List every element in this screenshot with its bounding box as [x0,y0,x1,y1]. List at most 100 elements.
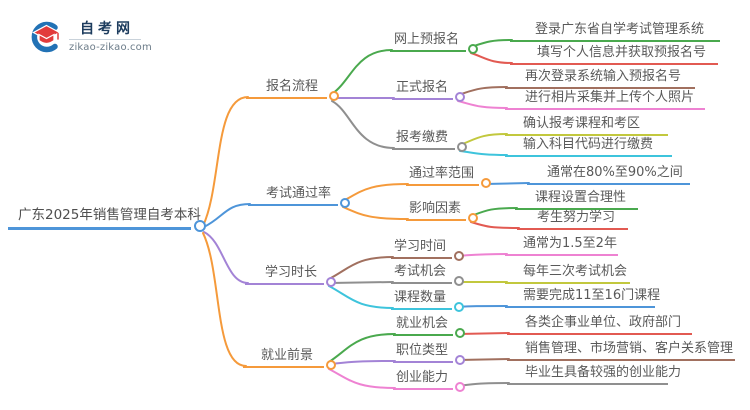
node-influencing-factors[interactable]: 影响因素 [406,200,478,223]
node-label: 报考缴费 [396,130,449,145]
node-student-effort[interactable]: 考生努力学习 [517,209,628,230]
node-dot [455,355,465,365]
node-label: 毕业生具备较强的创业能力 [525,365,682,380]
connector-employment-jobs [328,333,396,363]
node-label: 需要完成11至16门课程 [523,288,661,303]
node-label: 输入科目代码进行缴费 [523,137,654,152]
connector-factors-effort [470,221,520,229]
node-label: 填写个人信息并获取预报名号 [537,45,707,60]
connector-root-study-duration [203,231,249,284]
node-photo-upload[interactable]: 进行相片采集并上传个人照片 [505,89,705,110]
connector-duration-chances [329,281,394,284]
node-dot [455,328,465,338]
node-employment-prospects[interactable]: 就业前景 [243,347,336,370]
node-entrepreneurship-value[interactable]: 毕业生具备较强的创业能力 [507,364,682,385]
connector-registration-online [331,49,393,95]
node-label: 创业能力 [396,370,449,385]
logo-text: 自考网 zikao-zikao.com [69,22,152,53]
connector-employment-positions [329,360,396,365]
node-root-dot [194,220,206,232]
node-study-time[interactable]: 学习时间 [391,238,464,261]
site-logo[interactable]: 自考网 zikao-zikao.com [30,21,152,53]
node-confirm-courses[interactable]: 确认报考课程和考区 [505,115,668,136]
node-label: 通常为1.5至2年 [523,236,617,251]
logo-divider [69,38,141,40]
connector-online-fill-info [470,52,513,64]
node-dot [468,44,478,54]
connector-duration-time [328,256,394,280]
node-exam-payment[interactable]: 报考缴费 [392,129,467,152]
node-label: 职位类型 [396,343,449,358]
node-label: 课程数量 [394,290,447,305]
connector-registration-payment [331,100,395,149]
node-fill-info[interactable]: 填写个人信息并获取预报名号 [510,44,718,65]
node-study-time-value[interactable]: 通常为1.5至2年 [505,235,618,256]
node-dot [481,178,491,188]
node-dot [468,213,478,223]
node-label: 进行相片采集并上传个人照片 [525,90,695,105]
node-label: 学习时间 [394,239,447,254]
node-label: 考试通过率 [266,186,332,201]
node-label: 网上预报名 [394,32,460,47]
connector-formal-relogin [457,86,508,96]
node-label: 每年三次考试机会 [523,264,628,279]
node-label: 通常在80%至90%之间 [547,165,683,180]
connector-employment-startup [328,368,396,389]
node-label: 确认报考课程和考区 [523,116,641,131]
node-label: 学习时长 [265,265,318,280]
node-course-count-value[interactable]: 需要完成11至16门课程 [505,287,661,308]
connector-payment-code [459,150,508,156]
connector-range-value [484,182,530,185]
node-enter-subject-code[interactable]: 输入科目代码进行缴费 [505,136,672,157]
node-dot [326,360,336,370]
node-pass-rate-range[interactable]: 通过率范围 [406,165,491,188]
node-label: 登录广东省自学考试管理系统 [535,22,705,37]
node-job-opportunities-value[interactable]: 各类企事业单位、政府部门 [507,314,692,335]
node-dot [340,198,350,208]
node-dot [454,251,464,261]
connector-time-value [456,253,508,257]
connector-positions-value [457,358,510,361]
node-root[interactable]: 广东2025年销售管理自考本科 [8,206,206,232]
crescent-shape [31,21,58,53]
connector-root-registration [202,96,249,227]
node-dot [454,302,464,312]
node-label: 考生努力学习 [537,210,616,225]
connector-courses-value [456,305,508,308]
node-login-system[interactable]: 登录广东省自学考试管理系统 [510,21,720,42]
connector-startup-value [457,382,510,387]
connector-passrate-factors [342,206,409,220]
node-dot [326,277,336,287]
node-position-types-value[interactable]: 销售管理、市场营销、客户关系管理 [507,340,735,361]
node-pass-rate-value[interactable]: 通常在80%至90%之间 [527,164,690,185]
connector-root-employment [202,232,247,367]
node-formal-registration[interactable]: 正式报名 [392,79,465,102]
node-pass-rate[interactable]: 考试通过率 [248,185,350,208]
node-entrepreneurship[interactable]: 创业能力 [393,369,465,392]
node-online-pre-registration[interactable]: 网上预报名 [390,31,478,54]
node-label: 各类企事业单位、政府部门 [525,315,682,330]
node-label: 通过率范围 [409,166,475,181]
node-position-types[interactable]: 职位类型 [393,342,465,365]
node-relogin-enter-number[interactable]: 再次登录系统输入预报名号 [505,68,695,89]
node-dot [454,276,464,286]
node-dot [329,91,339,101]
node-exam-chances[interactable]: 考试机会 [391,263,464,286]
node-dot [455,92,465,102]
node-exam-chances-value[interactable]: 每年三次考试机会 [505,263,630,284]
logo-site-name: 自考网 [80,20,134,37]
node-label: 再次登录系统输入预报名号 [525,69,682,84]
cap-base-shape [38,33,55,45]
connector-jobs-value [457,332,510,335]
node-course-design[interactable]: 课程设置合理性 [515,189,638,210]
node-study-duration[interactable]: 学习时长 [245,264,336,287]
node-label: 课程设置合理性 [535,190,627,205]
node-course-count[interactable]: 课程数量 [391,289,464,312]
node-label: 影响因素 [409,201,462,216]
node-job-opportunities[interactable]: 就业机会 [393,315,465,338]
logo-site-url: zikao-zikao.com [69,41,152,53]
node-registration-process[interactable]: 报名流程 [246,78,339,101]
connector-payment-confirm [459,133,508,146]
